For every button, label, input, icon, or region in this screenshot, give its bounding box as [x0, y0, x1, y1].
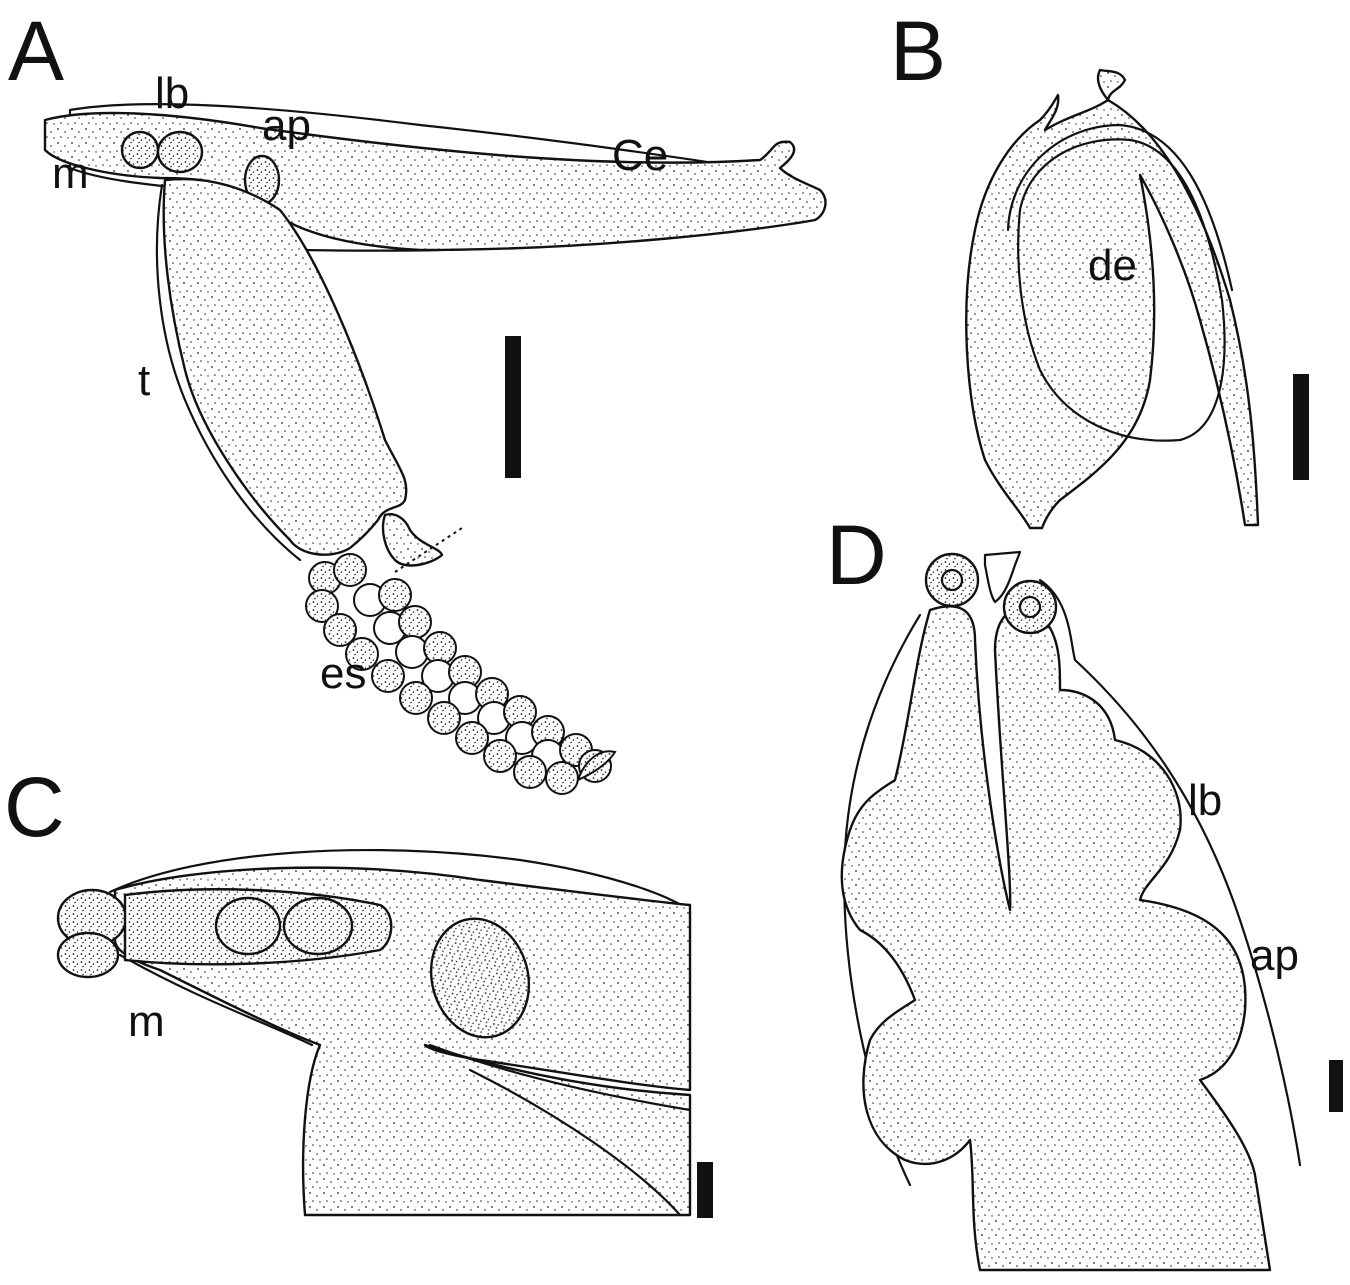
panel-a-label-ap: ap [262, 101, 311, 150]
panel-a-trunk-membrane [155, 183, 302, 562]
panel-a-label-es: es [320, 649, 366, 698]
panel-c-lower-outline [428, 1043, 692, 1217]
panel-letter-d: D [826, 508, 887, 602]
panel-a-label-t: t [138, 356, 150, 405]
panel-d-membrane-right [1038, 578, 1302, 1167]
panel-c-membrane [108, 848, 692, 914]
panel-d-papilla-left [924, 552, 980, 608]
panel-a-trunk [162, 177, 408, 556]
panel-a-cephalic-body [43, 111, 827, 252]
panel-a-lobe-1 [120, 130, 160, 170]
panel-b-inner-sac [1017, 138, 1226, 442]
panel-b-label-de: de [1088, 241, 1137, 290]
panel-d-body [840, 605, 1272, 1272]
panel-c: C m [4, 760, 713, 1218]
panel-a-label-ce: Ce [612, 131, 668, 180]
panel-c-label-m: m [128, 997, 165, 1046]
panel-c-lobe-4 [282, 896, 354, 956]
panel-d-papilla-right-ring [1018, 595, 1042, 619]
panel-a-scale-bar [505, 336, 521, 478]
panel-c-lobe-3 [214, 896, 282, 956]
panel-d: D lb ap [826, 508, 1343, 1272]
panel-d-label-lb: lb [1188, 776, 1222, 825]
panel-b-scale-bar [1293, 374, 1309, 480]
panel-a: A [8, 4, 827, 795]
panel-c-apical-papilla [429, 917, 531, 1039]
panel-a-egg-stalk [381, 513, 444, 567]
panel-c-membrane-lower [118, 953, 314, 1047]
panel-d-label-ap: ap [1250, 931, 1299, 980]
panel-d-papilla-right [1002, 579, 1058, 635]
panel-letter-c: C [4, 760, 65, 854]
panel-d-scale-bar [1329, 1060, 1343, 1112]
panel-c-scale-bar [697, 1162, 713, 1218]
panel-letter-b: B [890, 4, 946, 98]
panel-d-mouth-cone [983, 550, 1022, 604]
panel-d-papilla-left-ring [940, 568, 964, 592]
panel-a-lobe-2 [156, 130, 204, 174]
panel-letter-a: A [8, 4, 64, 98]
panel-a-label-lb: lb [155, 69, 189, 118]
panel-c-lobe-2 [56, 931, 120, 979]
panel-b-outer-sheath [965, 68, 1260, 530]
panel-a-label-m: m [52, 149, 89, 198]
panel-b: B de [890, 4, 1309, 530]
panel-b-inner-sac-wall [1006, 123, 1234, 292]
panel-a-egg-sac [305, 553, 617, 795]
